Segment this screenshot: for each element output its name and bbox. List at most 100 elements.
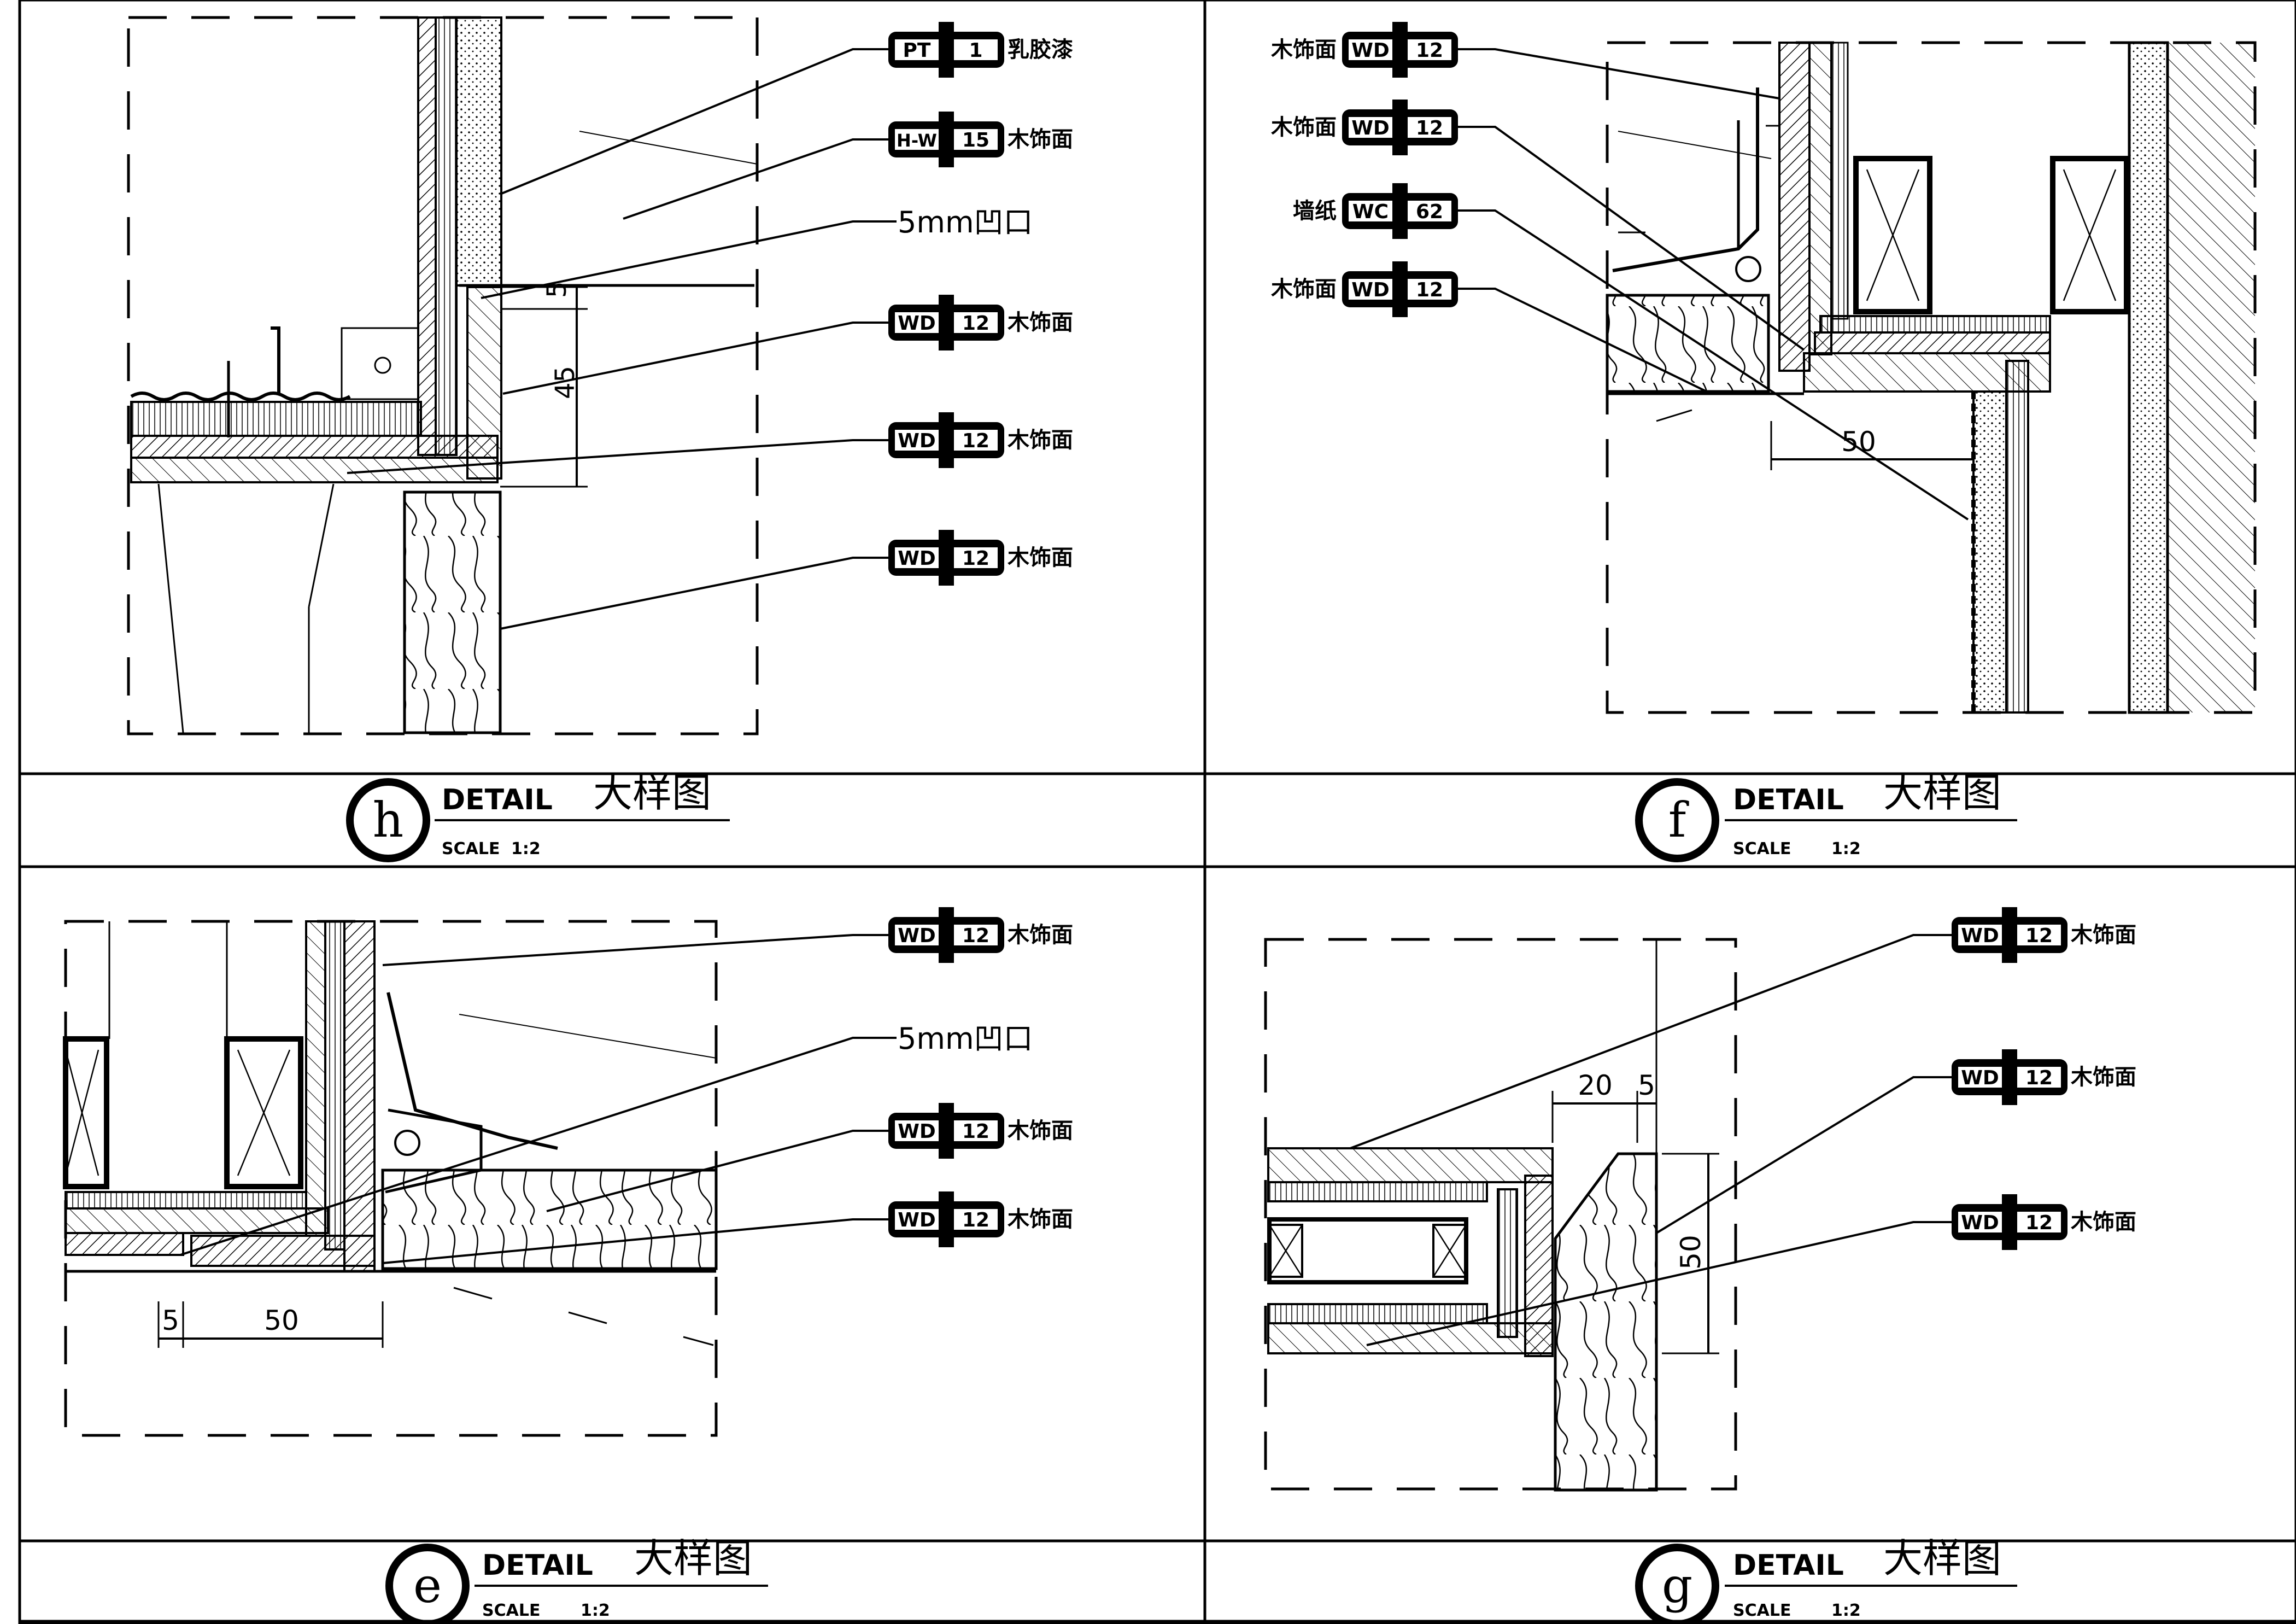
panel-g-callout-2: WD 12 木饰面 <box>1952 1049 2136 1105</box>
svg-text:WD: WD <box>898 1120 936 1143</box>
svg-text:PT: PT <box>903 39 931 62</box>
svg-text:大样图: 大样图 <box>1883 1535 2001 1581</box>
svg-text:乳胶漆: 乳胶漆 <box>1008 37 1073 62</box>
panel-g-letter: g <box>1662 1557 1692 1614</box>
panel-f-letter: f <box>1668 792 1689 848</box>
svg-text:12: 12 <box>962 925 989 947</box>
svg-text:木饰面: 木饰面 <box>1271 277 1337 302</box>
svg-text:木饰面: 木饰面 <box>1008 1118 1073 1143</box>
svg-text:SCALE: SCALE <box>1733 1601 1791 1620</box>
svg-text:WD: WD <box>898 1209 936 1231</box>
svg-text:木饰面: 木饰面 <box>1008 428 1073 453</box>
panel-h-note-5mm: 5mm凹口 <box>898 205 1033 239</box>
panel-h-callout-5: WD 12 木饰面 <box>888 412 1073 468</box>
svg-text:12: 12 <box>1416 117 1443 139</box>
panel-f-drawing <box>1606 41 2257 714</box>
svg-text:木饰面: 木饰面 <box>1008 1207 1073 1232</box>
panel-g-title-block: g DETAIL 大样图 SCALE 1:2 <box>1635 1535 2017 1624</box>
svg-text:H-W: H-W <box>897 130 937 151</box>
svg-text:12: 12 <box>1416 39 1443 62</box>
panel-h-detail: DETAIL <box>442 784 553 816</box>
panel-e-dim-5: 5 <box>162 1305 179 1336</box>
panel-e-dim-50: 50 <box>264 1305 299 1336</box>
svg-text:12: 12 <box>962 430 989 452</box>
panel-f-callout-4: 木饰面 WD 12 <box>1271 261 1458 317</box>
svg-text:SCALE: SCALE <box>442 839 500 858</box>
svg-text:WD: WD <box>898 430 936 452</box>
svg-text:木饰面: 木饰面 <box>1008 310 1073 335</box>
panel-h-leaders <box>347 48 897 630</box>
panel-e-callout-1: WD 12 木饰面 <box>888 907 1073 963</box>
panel-f-title-block: f DETAIL 大样图 SCALE 1:2 <box>1635 770 2017 862</box>
svg-text:WD: WD <box>1961 925 1999 947</box>
panel-h-callout-2: H-W 15 木饰面 <box>888 112 1073 167</box>
panel-h-callout-4: WD 12 木饰面 <box>888 295 1073 350</box>
panel-f-callout-1: 木饰面 WD 12 <box>1271 22 1458 78</box>
svg-text:木饰面: 木饰面 <box>1271 37 1337 62</box>
svg-text:DETAIL: DETAIL <box>1733 1549 1844 1582</box>
panel-h-letter: h <box>373 792 404 848</box>
svg-text:62: 62 <box>1416 201 1443 223</box>
svg-text:WD: WD <box>1961 1067 1999 1089</box>
svg-text:木饰面: 木饰面 <box>2071 922 2136 948</box>
svg-text:WD: WD <box>898 547 936 570</box>
svg-text:1: 1 <box>969 39 982 62</box>
svg-text:1:2: 1:2 <box>511 839 541 858</box>
svg-text:1:2: 1:2 <box>1831 1601 1861 1620</box>
svg-text:木饰面: 木饰面 <box>2071 1210 2136 1235</box>
svg-text:12: 12 <box>962 312 989 335</box>
svg-text:大样图: 大样图 <box>1883 770 2001 816</box>
svg-text:1:2: 1:2 <box>581 1601 610 1620</box>
svg-text:木饰面: 木饰面 <box>2071 1065 2136 1090</box>
panel-h-title-block: h DETAIL 大样图 SCALE 1:2 <box>346 770 730 862</box>
panel-h-drawing <box>127 16 759 735</box>
svg-text:12: 12 <box>2025 925 2053 947</box>
panel-e-note-5mm: 5mm凹口 <box>898 1021 1033 1056</box>
panel-e-title-block: e DETAIL 大样图 SCALE 1:2 <box>385 1535 768 1624</box>
svg-text:12: 12 <box>2025 1067 2053 1089</box>
panel-e-drawing <box>63 920 718 1437</box>
svg-text:WD: WD <box>898 312 936 335</box>
panel-h-callout-1: PT 1 乳胶漆 <box>888 22 1073 78</box>
svg-text:WD: WD <box>898 925 936 947</box>
svg-text:墙纸: 墙纸 <box>1293 198 1337 224</box>
panel-e-letter: e <box>413 1557 442 1614</box>
svg-text:DETAIL: DETAIL <box>1733 784 1844 816</box>
svg-text:WC: WC <box>1352 201 1389 223</box>
panel-f-callout-2: 木饰面 WD 12 <box>1271 100 1458 155</box>
svg-text:WD: WD <box>1351 117 1390 139</box>
svg-text:WD: WD <box>1961 1212 1999 1234</box>
panel-e-leaders <box>180 934 897 1264</box>
svg-text:DETAIL: DETAIL <box>482 1549 593 1582</box>
svg-text:木饰面: 木饰面 <box>1008 545 1073 570</box>
svg-text:WD: WD <box>1351 39 1390 62</box>
panel-f-callout-3: 墙纸 WC 62 <box>1293 183 1458 239</box>
svg-text:大样图: 大样图 <box>634 1535 752 1581</box>
svg-text:12: 12 <box>2025 1212 2053 1234</box>
svg-text:WD: WD <box>1351 279 1390 301</box>
svg-text:木饰面: 木饰面 <box>1008 127 1073 152</box>
panel-g-drawing <box>1264 938 1737 1492</box>
svg-text:木饰面: 木饰面 <box>1008 922 1073 948</box>
panel-g-dim-20: 20 <box>1578 1070 1613 1101</box>
panel-e-callout-4: WD 12 木饰面 <box>888 1191 1073 1247</box>
panel-g-callout-1: WD 12 木饰面 <box>1952 907 2136 963</box>
svg-text:12: 12 <box>962 1209 989 1231</box>
panel-e-callout-3: WD 12 木饰面 <box>888 1103 1073 1159</box>
panel-h-title-cn: 大样图 <box>593 770 711 816</box>
panel-g-callout-3: WD 12 木饰面 <box>1952 1194 2136 1250</box>
panel-g-dim-50: 50 <box>1675 1235 1707 1270</box>
panel-f-leaders <box>1457 48 1969 521</box>
panel-g-dim-5: 5 <box>1638 1070 1655 1101</box>
svg-text:SCALE: SCALE <box>482 1601 540 1620</box>
svg-text:12: 12 <box>1416 279 1443 301</box>
svg-text:SCALE: SCALE <box>1733 839 1791 858</box>
panel-f-dim-50: 50 <box>1841 426 1876 458</box>
sheet-border <box>18 0 2296 1624</box>
svg-text:12: 12 <box>962 547 989 570</box>
svg-text:12: 12 <box>962 1120 989 1143</box>
panel-g-leaders <box>1350 934 1952 1346</box>
panel-h-callout-6: WD 12 木饰面 <box>888 530 1073 586</box>
svg-text:1:2: 1:2 <box>1831 839 1861 858</box>
